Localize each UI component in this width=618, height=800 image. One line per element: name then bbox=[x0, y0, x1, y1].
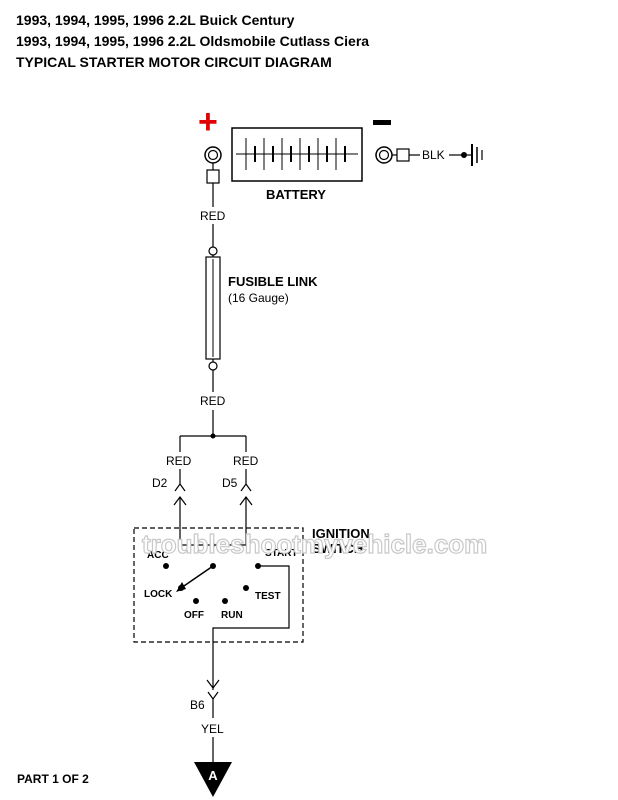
wire-color-blk: BLK bbox=[422, 148, 445, 162]
ignition-switch-contacts bbox=[163, 543, 290, 690]
switch-pos-off: OFF bbox=[184, 610, 204, 621]
positive-terminal-ring bbox=[204, 146, 222, 207]
diagram-title: TYPICAL STARTER MOTOR CIRCUIT DIAGRAM bbox=[16, 54, 332, 70]
wire-color-red-left: RED bbox=[166, 454, 192, 468]
connector-d2-label: D2 bbox=[152, 476, 168, 490]
switch-pos-lock: LOCK bbox=[144, 589, 173, 600]
splice-branch bbox=[179, 410, 247, 452]
connector-b6-icon bbox=[206, 679, 220, 718]
fusible-link-label: FUSIBLE LINK bbox=[228, 274, 318, 289]
negative-symbol bbox=[373, 120, 391, 125]
wire-color-red-1: RED bbox=[200, 209, 226, 223]
switch-pos-test: TEST bbox=[255, 591, 281, 602]
title-line-2: 1993, 1994, 1995, 1996 2.2L Oldsmobile C… bbox=[16, 33, 370, 49]
wire-color-yel: YEL bbox=[201, 722, 224, 736]
connector-d2-icon bbox=[173, 477, 187, 545]
connector-d5-icon bbox=[239, 477, 253, 545]
fusible-link-gauge: (16 Gauge) bbox=[228, 291, 289, 305]
fusible-link-symbol bbox=[205, 246, 221, 371]
ignition-switch-box bbox=[133, 527, 304, 643]
switch-pos-start: START bbox=[265, 548, 298, 559]
ground-icon bbox=[449, 144, 483, 166]
switch-pos-run: RUN bbox=[221, 610, 243, 621]
off-page-connector-icon bbox=[194, 762, 232, 797]
title-line-1: 1993, 1994, 1995, 1996 2.2L Buick Centur… bbox=[16, 12, 295, 28]
page-footer: PART 1 OF 2 bbox=[17, 772, 89, 786]
watermark: troubleshootmyvehicle.com bbox=[142, 529, 487, 559]
positive-symbol: + bbox=[198, 103, 218, 141]
negative-terminal-ring bbox=[375, 146, 420, 164]
wire-color-red-2: RED bbox=[200, 394, 226, 408]
battery-label: BATTERY bbox=[266, 187, 326, 202]
connector-d5-label: D5 bbox=[222, 476, 238, 490]
wire-color-red-right: RED bbox=[233, 454, 259, 468]
off-page-connector-label: A bbox=[208, 768, 218, 783]
battery-symbol bbox=[231, 127, 363, 182]
connector-b6-label: B6 bbox=[190, 698, 205, 712]
switch-pos-acc: ACC bbox=[147, 550, 169, 561]
ignition-switch-label-1: IGNITION bbox=[312, 526, 370, 541]
ignition-switch-label-2: SWITCH bbox=[312, 541, 363, 556]
